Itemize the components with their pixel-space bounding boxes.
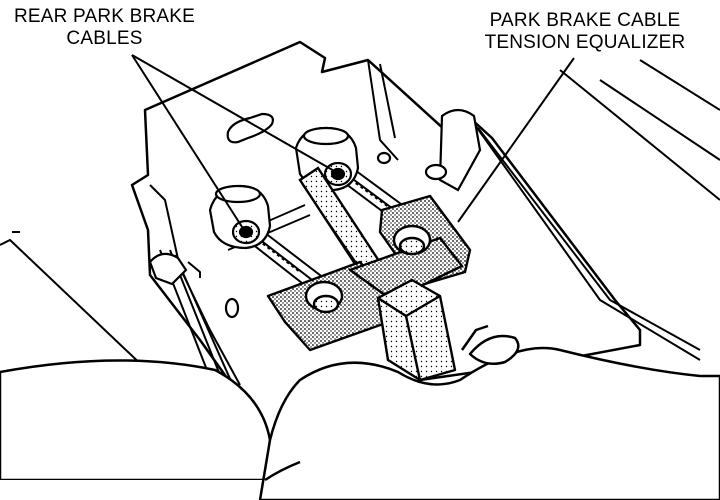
leader-cable-right <box>131 54 337 173</box>
console-carpet <box>0 324 720 500</box>
leader-equalizer <box>457 57 575 223</box>
callout-equalizer-line1: PARK BRAKE CABLE <box>489 10 681 31</box>
bracket-slot <box>226 112 274 144</box>
tension-equalizer <box>266 194 472 352</box>
equalizer-sleeve <box>376 278 457 382</box>
clip-tab-right <box>376 108 482 192</box>
clip-tab-left <box>148 252 240 319</box>
cable-end-left <box>208 184 272 250</box>
callout-equalizer-line2: TENSION EQUALIZER <box>484 32 686 53</box>
callout-tension-equalizer: PARK BRAKE CABLE TENSION EQUALIZER <box>466 10 704 54</box>
callout-rear-cables-line2: CABLES <box>66 28 143 49</box>
callout-rear-cables-line1: REAR PARK BRAKE <box>13 6 196 27</box>
callout-rear-park-brake-cables: REAR PARK BRAKE CABLES <box>2 6 207 50</box>
leader-lines <box>131 54 575 231</box>
leader-cable-left <box>131 54 245 231</box>
